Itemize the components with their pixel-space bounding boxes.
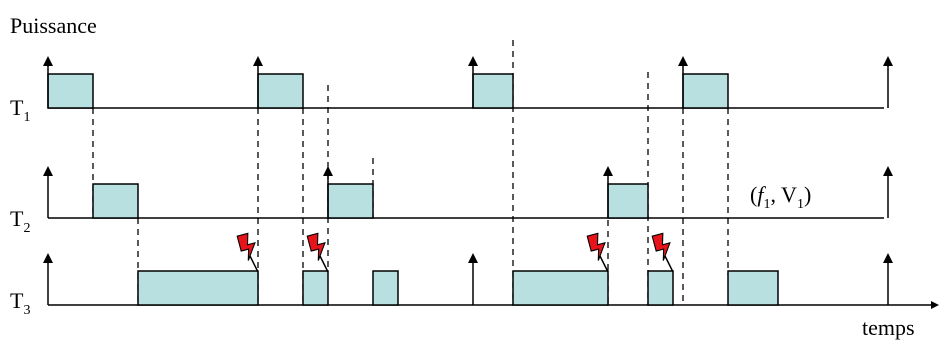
y-axis-title: Puissance xyxy=(10,13,97,38)
arrival-arrow-t1-1 xyxy=(43,56,53,66)
job-t1-1 xyxy=(47,73,94,109)
x-axis-title: temps xyxy=(862,315,915,340)
job-t1-3 xyxy=(472,73,514,109)
execution-boxes xyxy=(47,73,779,306)
bolt-pointer xyxy=(664,255,674,273)
deadline-miss-bolt-2 xyxy=(306,232,329,273)
arrival-arrow-t2-4 xyxy=(883,166,893,176)
bolt-shape xyxy=(651,232,671,261)
bolt-pointer xyxy=(249,255,259,273)
arrival-arrow-t3-3 xyxy=(883,253,893,263)
task-label-t1: T1 xyxy=(10,95,30,125)
job-t3-5 xyxy=(647,270,674,306)
deadline-miss-bolt-3 xyxy=(586,232,609,273)
deadline-miss-markers xyxy=(236,232,674,273)
arrival-arrow-t3-2 xyxy=(468,253,478,263)
arrival-arrow-t2-3 xyxy=(603,166,613,176)
arrival-arrow-t1-4 xyxy=(678,56,688,66)
arrival-arrow-t2-1 xyxy=(43,166,53,176)
job-t3-3 xyxy=(372,270,399,306)
deadline-miss-bolt-1 xyxy=(236,232,259,273)
arrival-arrow-t1-3 xyxy=(468,56,478,66)
bolt-pointer xyxy=(599,255,609,273)
bolt-shape xyxy=(236,232,256,261)
arrival-arrow-t1-2 xyxy=(253,56,263,66)
task-label-t2: T2 xyxy=(10,206,30,236)
task-label-t3: T3 xyxy=(10,288,30,318)
deadline-miss-bolt-4 xyxy=(651,232,674,273)
job-t3-6 xyxy=(727,270,779,306)
arrival-arrow-t1-5 xyxy=(883,56,893,66)
bolt-pointer xyxy=(319,255,329,273)
job-t1-2 xyxy=(257,73,304,109)
job-t3-1 xyxy=(137,270,259,306)
arrival-arrow-t3-1 xyxy=(43,253,53,263)
bolt-shape xyxy=(306,232,326,261)
bolt-shape xyxy=(586,232,606,261)
arrival-arrows xyxy=(43,56,893,305)
job-t2-2 xyxy=(327,183,374,219)
job-t3-2 xyxy=(302,270,329,306)
job-t3-4 xyxy=(512,270,609,306)
frequency-voltage-label: (f1, V1) xyxy=(750,182,811,212)
arrival-arrow-t2-2 xyxy=(323,166,333,176)
dashed-guides xyxy=(92,40,729,305)
job-t2-1 xyxy=(92,183,139,219)
job-t1-4 xyxy=(682,73,729,109)
job-t2-3 xyxy=(607,183,649,219)
